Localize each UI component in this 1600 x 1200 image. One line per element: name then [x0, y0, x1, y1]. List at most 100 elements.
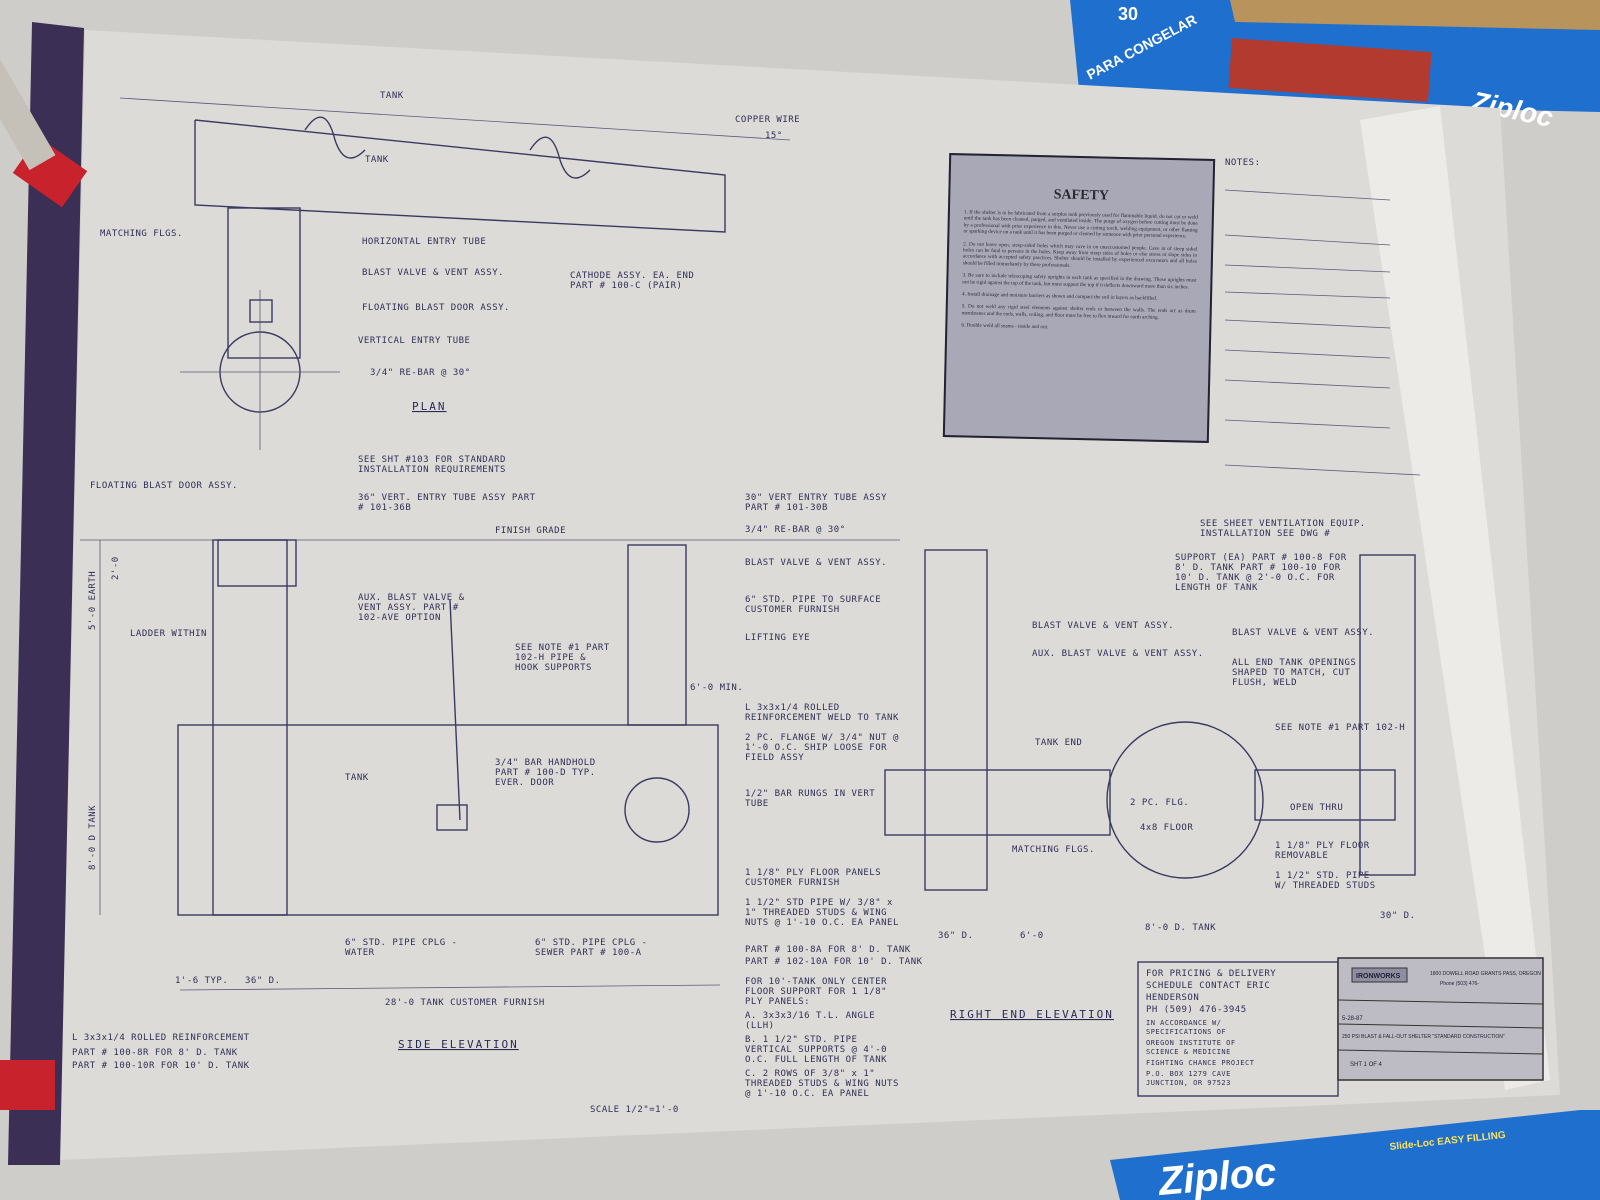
label: TANK [380, 91, 404, 101]
label: 1 1/8" PLY FLOOR REMOVABLE [1275, 841, 1376, 861]
ziploc-box-top: PARA CONGELAR 30 Ziploc [1070, 0, 1600, 133]
label: 6'-0 MIN. [690, 683, 743, 693]
contact-line: HENDERSON [1146, 993, 1199, 1003]
label: AUX. BLAST VALVE & VENT ASSY. [1032, 649, 1204, 659]
note: A. 3x3x3/16 T.L. ANGLE (LLH) [745, 1011, 881, 1031]
label: L 3x3x1/4 ROLLED REINFORCEMENT WELD TO T… [745, 703, 899, 723]
company-address: 1800 DOWELL ROAD GRANTS PASS, OREGON [1430, 971, 1541, 977]
contact-line: FOR PRICING & DELIVERY [1146, 969, 1276, 979]
notes-title: NOTES: [1225, 158, 1261, 168]
label: 2'-0 [111, 556, 121, 580]
label: 1'-6 TYP. [175, 976, 228, 986]
label: 3/4" BAR HANDHOLD PART # 100-D TYP. EVER… [495, 758, 602, 788]
label: TANK [345, 773, 369, 783]
label: 36" D. [245, 976, 281, 986]
note: FOR 10'-TANK ONLY CENTER FLOOR SUPPORT F… [745, 977, 893, 1007]
safety-item: 4. Install drainage and moisture barrier… [961, 291, 1158, 302]
label: LIFTING EYE [745, 633, 810, 643]
label: 6" STD. PIPE CPLG - WATER [345, 938, 463, 958]
label: SEE NOTE #1 PART 102-H [1275, 723, 1405, 733]
contact-line: FIGHTING CHANCE PROJECT [1146, 1059, 1255, 1067]
contact-block: FOR PRICING & DELIVERY SCHEDULE CONTACT … [1137, 961, 1339, 1097]
label: 1 1/8" PLY FLOOR PANELS CUSTOMER FURNISH [745, 868, 887, 888]
label: MATCHING FLGS. [100, 229, 183, 239]
label: BLAST VALVE & VENT ASSY. [362, 268, 504, 278]
label: FLOATING BLAST DOOR ASSY. [90, 481, 238, 491]
safety-item: 5. Do not weld any rigid steel elements … [961, 303, 1196, 321]
drawing-description: 250 PSI BLAST & FALL-OUT SHELTER "STANDA… [1342, 1034, 1505, 1040]
label: 3/4" RE-BAR @ 30° [370, 368, 471, 378]
label: COPPER WIRE [735, 115, 800, 125]
label: FINISH GRADE [495, 526, 566, 536]
contact-line: IN ACCORDANCE W/ SPECIFICATIONS OF [1146, 1019, 1226, 1036]
company-name: IRONWORKS [1356, 973, 1401, 980]
right-end-elevation-title: RIGHT END ELEVATION [950, 1008, 1114, 1021]
label: SEE SHEET VENTILATION EQUIP. INSTALLATIO… [1200, 519, 1372, 539]
hanging-rod [8, 22, 84, 1165]
floor-notes: FOR 10'-TANK ONLY CENTER FLOOR SUPPORT F… [745, 977, 905, 1099]
title-block: IRONWORKS 1800 DOWELL ROAD GRANTS PASS, … [1337, 957, 1544, 1081]
label: 1 1/2" STD. PIPE W/ THREADED STUDS [1275, 871, 1376, 891]
label: MATCHING FLGS. [1012, 845, 1095, 855]
sheet-number: SHT 1 OF 4 [1350, 1062, 1383, 1068]
label: 36" VERT. ENTRY TUBE ASSY PART # 101-36B [358, 493, 541, 513]
label: CATHODE ASSY. EA. END PART # 100-C (PAIR… [570, 271, 700, 291]
label: 6" STD. PIPE CPLG - SEWER PART # 100-A [535, 938, 653, 958]
contact-line: SCHEDULE CONTACT ERIC [1146, 981, 1270, 991]
company-phone: Phone (503) 476- [1440, 981, 1479, 987]
label: 6'-0 [1020, 931, 1044, 941]
label: ALL END TANK OPENINGS SHAPED TO MATCH, C… [1232, 658, 1362, 688]
plan-title: PLAN [412, 400, 447, 413]
label: 5'-0 EARTH [88, 571, 98, 630]
clip-bottom [0, 1060, 55, 1110]
label: L 3x3x1/4 ROLLED REINFORCEMENT [72, 1033, 250, 1043]
box-logo: Ziploc [1156, 1150, 1278, 1200]
label: 36" D. [938, 931, 974, 941]
label: 30" VERT ENTRY TUBE ASSY PART # 101-30B [745, 493, 893, 513]
label: 1 1/2" STD PIPE W/ 3/8" x 1" THREADED ST… [745, 898, 899, 928]
note: B. 1 1/2" STD. PIPE VERTICAL SUPPORTS @ … [745, 1035, 893, 1065]
label: 8'-0 D TANK [88, 805, 98, 870]
contact-line: PH (509) 476-3945 [1146, 1005, 1247, 1015]
safety-item: 1. If the shelter is to be fabricated fr… [963, 209, 1198, 240]
label: SEE NOTE #1 PART 102-H PIPE & HOOK SUPPO… [515, 643, 616, 673]
label: 2 PC. FLG. [1130, 798, 1189, 808]
ziploc-box-bottom: Ziploc Slide-Loc EASY FILLING [1110, 1110, 1600, 1200]
label: PART # 100-8R FOR 8' D. TANK [72, 1048, 238, 1058]
label: AUX. BLAST VALVE & VENT ASSY. PART # 102… [358, 593, 470, 623]
label: TANK END [1035, 738, 1082, 748]
label: SUPPORT (EA) PART # 100-8 FOR 8' D. TANK… [1175, 553, 1353, 593]
side-elevation: FLOATING BLAST DOOR ASSY. SEE SHT #103 F… [72, 455, 922, 1071]
side-elevation-title: SIDE ELEVATION [398, 1038, 519, 1051]
box-count: 30 [1118, 4, 1138, 24]
label: TANK [365, 155, 389, 165]
label: 8'-0 D. TANK [1145, 923, 1216, 933]
curled-corner [1360, 106, 1550, 1090]
clip-handle [0, 59, 56, 171]
label: 2 PC. FLANGE W/ 3/4" NUT @ 1'-0 O.C. SHI… [745, 733, 905, 763]
label: PART # 100-8A FOR 8' D. TANK [745, 945, 911, 955]
label: PART # 100-10R FOR 10' D. TANK [72, 1061, 250, 1071]
safety-item: 6. Double weld all seams - inside and ou… [961, 322, 1049, 331]
contact-line: OREGON INSTITUTE OF SCIENCE & MEDICINE [1146, 1039, 1240, 1056]
label: 1/2" BAR RUNGS IN VERT TUBE [745, 789, 881, 809]
safety-notice: SAFETY 1. If the shelter is to be fabric… [942, 153, 1216, 443]
label: 30" D. [1380, 911, 1416, 921]
scale-label: SCALE 1/2"=1'-0 [590, 1105, 679, 1115]
label: BLAST VALVE & VENT ASSY. [1232, 628, 1374, 638]
company-logo [1351, 967, 1408, 983]
safety-title: SAFETY [1053, 187, 1110, 204]
note: C. 2 ROWS OF 3/8" x 1" THREADED STUDS & … [745, 1069, 905, 1099]
label: HORIZONTAL ENTRY TUBE [362, 237, 486, 247]
notes-column: NOTES: [1224, 158, 1421, 476]
label: BLAST VALVE & VENT ASSY. [745, 558, 887, 568]
label: 4x8 FLOOR [1140, 823, 1193, 833]
label: BLAST VALVE & VENT ASSY. [1032, 621, 1174, 631]
label: FLOATING BLAST DOOR ASSY. [362, 303, 510, 313]
safety-item: 2. Do not leave open, steep-sided holes … [962, 240, 1198, 269]
label: 28'-0 TANK CUSTOMER FURNISH [385, 998, 545, 1008]
safety-item: 3. Be sure to include telescoping safety… [962, 272, 1197, 291]
label: 6" STD. PIPE TO SURFACE CUSTOMER FURNISH [745, 595, 887, 615]
label: SEE SHT #103 FOR STANDARD INSTALLATION R… [358, 455, 512, 475]
